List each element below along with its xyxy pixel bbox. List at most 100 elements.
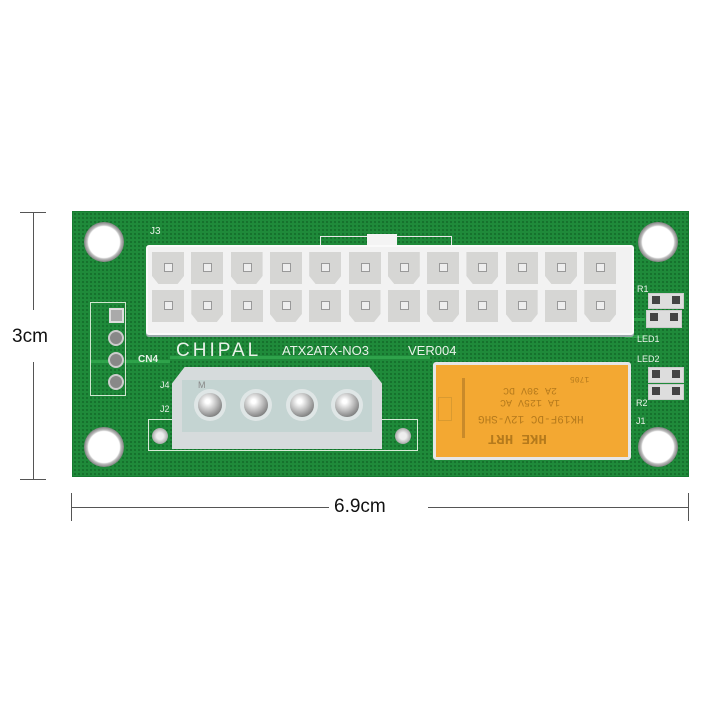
cn4-pin-square: [109, 308, 124, 323]
pin-contact: [165, 264, 172, 271]
atx-pin: [230, 252, 263, 284]
cn4-pin: [108, 374, 124, 390]
atx-pin: [152, 252, 184, 284]
brand-label: CHIPAL: [176, 340, 262, 361]
r2-label: R2: [636, 398, 648, 408]
pin-contact: [204, 264, 212, 271]
relay-rating-dc: 2A 30V DC: [503, 384, 558, 395]
atx-pin: [584, 290, 617, 322]
atx-pin: [584, 252, 617, 284]
pin-contact: [518, 302, 526, 309]
pin-contact: [282, 302, 290, 309]
mounting-hole-bottom-left: [84, 427, 124, 467]
atx-pin: [466, 290, 499, 322]
model-label: ATX2ATX-NO3: [282, 343, 369, 358]
molex-mount-pad-right: [395, 428, 411, 444]
pcb-trace: [625, 318, 645, 321]
pin-contact: [243, 302, 251, 309]
height-dimension-bottom-tick: [20, 479, 46, 480]
relay-bar: [462, 378, 465, 438]
height-dimension-label: 3cm: [12, 326, 48, 347]
molex-mark: M: [198, 380, 206, 390]
mounting-hole-bottom-right: [638, 427, 678, 467]
pin-contact: [400, 302, 408, 309]
relay-model-text: HK19F-DC 12V-SHG: [478, 412, 584, 424]
r1-resistor: [648, 293, 684, 309]
pin-contact: [400, 264, 408, 271]
pin-contact: [597, 264, 605, 271]
atx-pin: [427, 252, 460, 284]
mounting-hole-top-left: [84, 222, 124, 262]
atx-pin: [191, 290, 224, 322]
pin-contact: [282, 264, 290, 271]
pin-contact: [440, 302, 448, 309]
atx-pin: [348, 252, 381, 284]
atx-pin: [466, 252, 499, 284]
j3-label: J3: [150, 226, 161, 237]
pin-contact: [479, 302, 487, 309]
led1: [646, 310, 682, 328]
pin-contact: [518, 264, 526, 271]
led2: [648, 367, 684, 383]
height-dimension-line-lower: [33, 362, 34, 479]
relay-rating-ac: 1A 125V AC: [500, 396, 561, 407]
pcb-trace: [625, 335, 645, 338]
atx-pin: [545, 290, 577, 322]
pin-contact: [558, 302, 565, 309]
atx-pin: [348, 290, 381, 322]
r2-resistor: [648, 384, 684, 400]
atx-pin: [387, 252, 420, 284]
led1-label: LED1: [637, 334, 660, 344]
atx-pin: [269, 290, 302, 322]
width-dimension-label: 6.9cm: [334, 496, 386, 517]
width-dimension-right-tick: [688, 493, 689, 521]
relay-tab: [438, 397, 452, 421]
molex-pin-2: [244, 393, 268, 417]
atx-pin: [309, 290, 342, 322]
connector-latch-tab: [367, 234, 397, 248]
pin-contact: [322, 302, 330, 309]
pin-contact: [322, 264, 330, 271]
width-dimension-line-right: [428, 507, 688, 508]
r1-label: R1: [637, 284, 649, 294]
atx-pin: [505, 290, 538, 322]
cn4-outline: [90, 302, 126, 396]
cn4-label: CN4: [138, 354, 159, 365]
atx-pin: [269, 252, 302, 284]
pin-contact: [597, 302, 605, 309]
molex-pin-1: [198, 393, 222, 417]
pin-contact: [361, 264, 369, 271]
width-dimension-line-left: [71, 507, 329, 508]
atx-pin: [387, 290, 420, 322]
pin-contact: [558, 264, 565, 271]
relay-brand-text: HKE HRT: [488, 430, 547, 446]
pcb-trace: [170, 356, 430, 359]
version-label: VER004: [408, 343, 457, 358]
atx-pin: [230, 290, 263, 322]
pcb-trace: [90, 360, 170, 363]
cn4-pin: [108, 330, 124, 346]
j1-label: J1: [636, 416, 646, 426]
molex-pin-4: [335, 393, 359, 417]
molex-pin-3: [290, 393, 314, 417]
j4-label: J4: [160, 380, 170, 390]
molex-mount-pad-left: [152, 428, 168, 444]
led2-label: LED2: [637, 354, 660, 364]
j2-label: J2: [160, 404, 170, 414]
pin-contact: [243, 264, 251, 271]
atx-pin: [545, 252, 577, 284]
pin-contact: [479, 264, 487, 271]
relay-component: [433, 362, 631, 460]
atx-pin: [191, 252, 224, 284]
height-dimension-line-upper: [33, 212, 34, 310]
atx-pin: [427, 290, 460, 322]
mounting-hole-top-right: [638, 222, 678, 262]
atx-pin: [505, 252, 538, 284]
atx-pin: [309, 252, 342, 284]
cn4-pin: [108, 352, 124, 368]
relay-date-code: 1705: [570, 374, 590, 383]
pin-contact: [361, 302, 369, 309]
atx-pin: [152, 290, 184, 322]
pin-contact: [440, 264, 448, 271]
pin-contact: [204, 302, 212, 309]
